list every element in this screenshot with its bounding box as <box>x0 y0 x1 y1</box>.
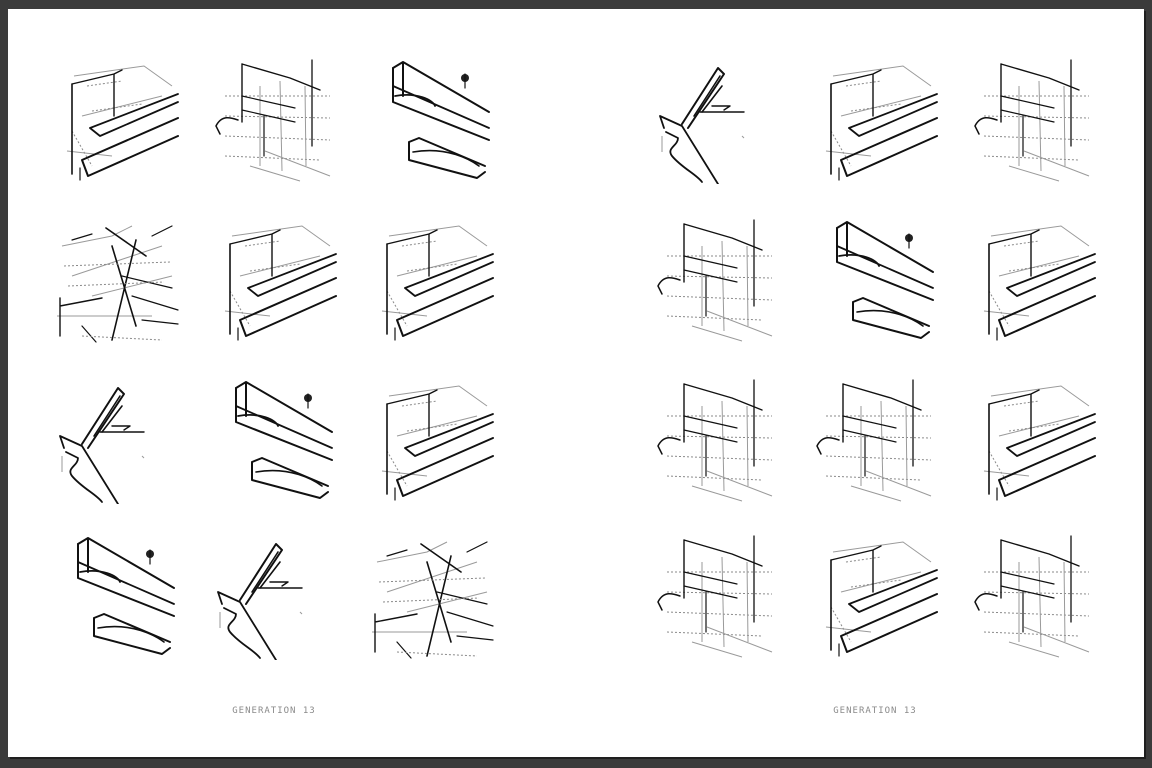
right-page-sketch-1-1 <box>652 56 780 184</box>
right-page-caption: GENERATION 13 <box>833 706 917 716</box>
right-page-sketch-2-1 <box>652 216 780 344</box>
left-page-sketch-4-1 <box>52 532 180 660</box>
right-page-sketch-4-3 <box>969 532 1097 660</box>
right-page-sketch-3-3 <box>969 376 1097 504</box>
left-page-sketch-2-1 <box>52 216 180 344</box>
left-page-sketch-1-2 <box>210 56 338 184</box>
left-page-sketch-1-3 <box>367 56 495 184</box>
left-page-sketch-1-1 <box>52 56 180 184</box>
left-page-sketch-2-2 <box>210 216 338 344</box>
left-page-sketch-2-3 <box>367 216 495 344</box>
right-page-sketch-4-2 <box>811 532 939 660</box>
right-page-sketch-3-2 <box>811 376 939 504</box>
right-page-sketch-2-3 <box>969 216 1097 344</box>
book-spread: GENERATION 13 GENERATION 13 <box>8 9 1144 757</box>
right-page-sketch-2-2 <box>811 216 939 344</box>
right-page-sketch-3-1 <box>652 376 780 504</box>
right-page-sketch-1-3 <box>969 56 1097 184</box>
left-page-sketch-4-2 <box>210 532 338 660</box>
left-page-caption: GENERATION 13 <box>232 706 316 716</box>
left-page-sketch-3-1 <box>52 376 180 504</box>
left-page-sketch-3-2 <box>210 376 338 504</box>
left-page-sketch-3-3 <box>367 376 495 504</box>
right-page-sketch-4-1 <box>652 532 780 660</box>
right-page-sketch-1-2 <box>811 56 939 184</box>
left-page-sketch-4-3 <box>367 532 495 660</box>
